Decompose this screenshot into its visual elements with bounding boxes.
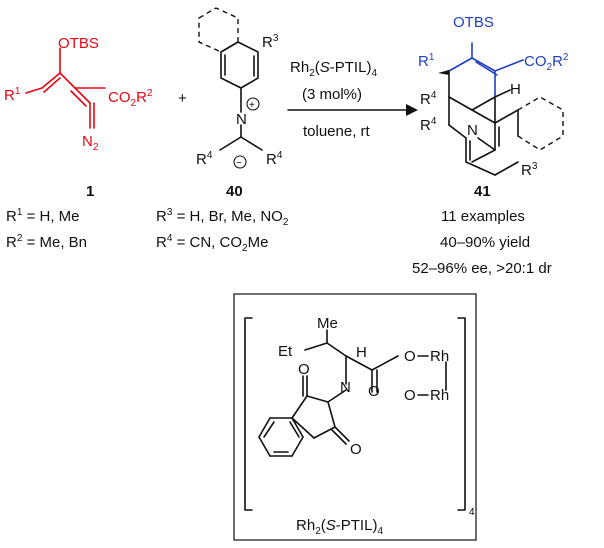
catalyst-o2-label: O	[404, 387, 416, 404]
compound-40-r4-right: R4	[266, 150, 283, 168]
compound-1-number: 1	[86, 183, 94, 200]
catalyst-box	[233, 293, 477, 541]
compound-41-r1-label: R1	[418, 52, 435, 70]
catalyst-rh2-label: Rh	[430, 387, 449, 404]
catalyst-o-bottom-label: O	[350, 441, 362, 458]
compound-40-anion-symbol: −	[236, 158, 242, 169]
catalyst-rh1-label: Rh	[430, 348, 449, 365]
catalyst-structure	[244, 317, 466, 511]
catalyst-bracket-subscript: 4	[469, 507, 475, 518]
catalyst-name-label: Rh2(S-PTIL)4	[296, 517, 383, 537]
compound-41-otbs-label: OTBS	[453, 14, 494, 31]
compound-41-n-label: N	[467, 122, 478, 139]
compound-40-cation-circle	[246, 97, 260, 111]
compound-1-otbs-label: OTBS	[58, 35, 99, 52]
compound-1-n2-label: N2	[82, 133, 99, 153]
conditions-solvent: toluene, rt	[303, 123, 371, 140]
compound-41-ee-dr: 52–96% ee, >20:1 dr	[412, 260, 552, 277]
compound-41-structure	[438, 42, 564, 176]
compound-41-r4a-label: R4	[420, 90, 437, 108]
plus-sign: +	[178, 90, 187, 107]
catalyst-n-label: N	[340, 379, 351, 396]
compound-40-r4-substituents: R4 = CN, CO2Me	[156, 233, 268, 254]
conditions-loading: (3 mol%)	[302, 86, 362, 103]
compound-40-cation-symbol: +	[249, 100, 255, 111]
catalyst-h-label: H	[356, 344, 367, 361]
compound-40-number: 40	[226, 183, 243, 200]
compound-40-r3-label: R3	[262, 33, 279, 51]
compound-40-structure	[198, 7, 263, 151]
compound-40-n-label: N	[236, 111, 247, 128]
compound-41-number: 41	[474, 183, 491, 200]
compound-41-r4b-label: R4	[420, 116, 437, 134]
compound-1-r1-label: R1	[4, 86, 21, 104]
compound-40-r4-left: R4	[196, 150, 213, 168]
compound-40-anion-circle	[233, 155, 247, 169]
compound-41-r3-label: R3	[521, 161, 538, 179]
compound-41-yield: 40–90% yield	[440, 234, 530, 251]
catalyst-o-top-label: O	[298, 361, 310, 378]
compound-1-r2-substituents: R2 = Me, Bn	[6, 233, 87, 251]
conditions-catalyst: Rh2(S-PTIL)4	[290, 59, 377, 79]
compound-40-r3-substituents: R3 = H, Br, Me, NO2	[156, 207, 289, 228]
compound-1-r1-substituents: R1 = H, Me	[6, 207, 80, 225]
compound-41-examples: 11 examples	[441, 208, 525, 225]
catalyst-et-label: Et	[278, 343, 293, 360]
catalyst-o3-label: O	[368, 383, 380, 400]
catalyst-me-label: Me	[317, 315, 338, 332]
compound-1-ester-label: CO2R2	[108, 88, 153, 109]
compound-1-structure	[25, 47, 106, 129]
catalyst-o1-label: O	[404, 348, 416, 365]
compound-41-ester-label: CO2R2	[524, 52, 569, 73]
reaction-arrow	[287, 104, 418, 116]
compound-41-h-label: H	[510, 81, 521, 98]
